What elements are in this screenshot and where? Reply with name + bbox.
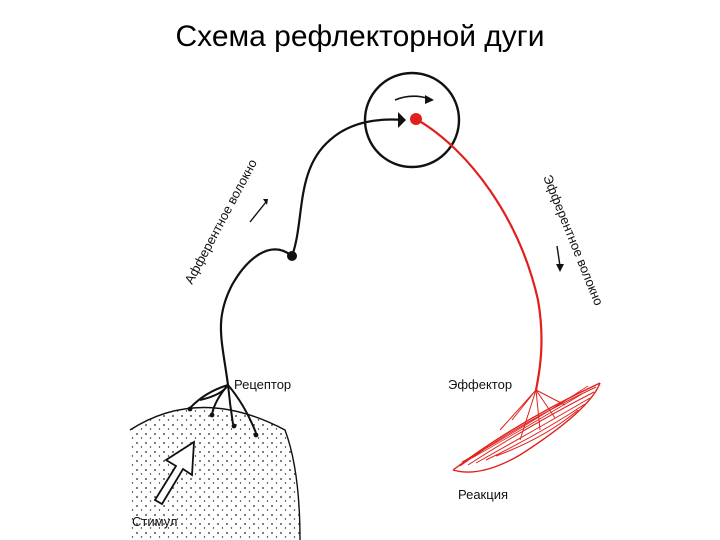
- stimulus-arrow: [153, 440, 196, 506]
- skin-outline: [129, 406, 301, 540]
- receptor-label: Рецептор: [234, 377, 291, 392]
- receptor-terminals: [187, 406, 259, 438]
- synapse-terminal: [398, 112, 406, 128]
- effector-label: Эффектор: [448, 377, 512, 392]
- effector-muscle: [452, 382, 601, 473]
- cns-direction-arrow: [394, 95, 431, 101]
- receptor-endings: [189, 384, 257, 434]
- slide-title: Схема рефлекторной дуги: [175, 20, 545, 53]
- efferent-direction-arrow: [556, 245, 561, 267]
- efferent-arrowhead: [556, 264, 564, 272]
- afferent-fiber-label: Афферентное волокно: [181, 157, 260, 287]
- efferent-fiber: [415, 118, 543, 391]
- stimulus-label: Стимул: [132, 514, 178, 529]
- efferent-fiber-label: Эфферентное волокно: [540, 173, 606, 308]
- reaction-label: Реакция: [458, 487, 508, 502]
- skin-surface: [130, 407, 300, 540]
- afferent-neuron-body: [287, 251, 297, 261]
- cns-circle: [363, 71, 461, 169]
- afferent-direction-arrow: [249, 201, 267, 223]
- cns-arrowhead: [425, 95, 434, 104]
- afferent-arrowhead: [263, 199, 268, 205]
- afferent-central-process: [290, 118, 405, 257]
- afferent-fiber: [219, 248, 293, 386]
